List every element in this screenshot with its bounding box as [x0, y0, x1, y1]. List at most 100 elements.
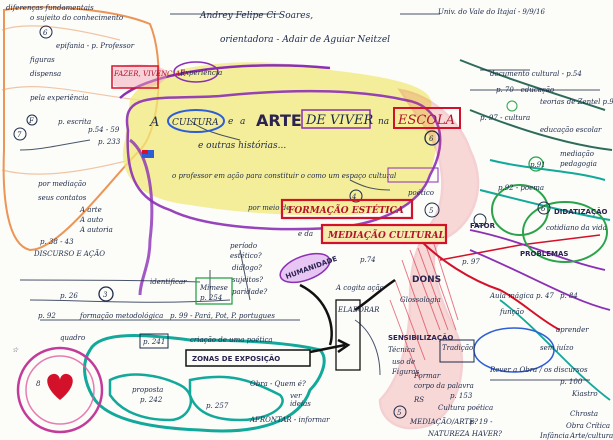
svg-text:documento cultural - p.54: documento cultural - p.54 [490, 70, 582, 78]
dons-text: DONS [412, 275, 441, 285]
svg-text:ideias: ideias [290, 400, 311, 408]
teal-bottom-loop [83, 334, 326, 433]
svg-text:p. 242: p. 242 [140, 396, 163, 404]
svg-text:Tradição: Tradição [442, 344, 473, 352]
svg-text:ver: ver [290, 392, 302, 400]
svg-text:teorias de Zentel p.99: teorias de Zentel p.99 [540, 98, 613, 106]
svg-text:8: 8 [36, 380, 41, 388]
central-yellow-area [122, 62, 436, 216]
svg-text:sem juízo: sem juízo [540, 344, 573, 352]
svg-text:p. 38 - 43: p. 38 - 43 [40, 238, 74, 246]
arrow-icon [299, 278, 396, 354]
svg-text:diálogo?: diálogo? [232, 264, 262, 272]
didatizacao-text: DIDATIZAÇÃO [554, 207, 608, 216]
svg-text:Obra - Quem é?: Obra - Quem é? [250, 380, 306, 388]
svg-text:SENSIBILIZAÇÃO: SENSIBILIZAÇÃO [388, 333, 453, 342]
svg-text:p. 92: p. 92 [38, 312, 56, 320]
svg-text:pela experiência: pela experiência [30, 94, 89, 102]
svg-text:educação escolar: educação escolar [540, 126, 602, 134]
central-e: e [228, 117, 233, 127]
svg-text:Aula mágica p. 47: Aula mágica p. 47 [489, 292, 554, 300]
svg-text:Figuras: Figuras [391, 368, 420, 376]
mediacao-box [320, 223, 448, 245]
svg-text:4: 4 [351, 193, 356, 201]
svg-text:p.54 - 59: p.54 - 59 [88, 126, 120, 134]
svg-text:pedagogia: pedagogia [560, 160, 597, 168]
svg-text:Formar: Formar [413, 372, 441, 380]
svg-text:p.92 - poema: p.92 - poema [498, 184, 544, 192]
svg-text:proposta: proposta [132, 386, 163, 394]
svg-text:sujeitos?: sujeitos? [232, 276, 263, 284]
svg-text:p. 97 - cultura: p. 97 - cultura [480, 114, 530, 122]
heart-icon [47, 373, 73, 400]
svg-text:p. 241: p. 241 [143, 338, 165, 346]
ink-links [19, 13, 600, 381]
central-de-viver: DE VIVER [305, 113, 373, 128]
svg-text:criação de uma poética: criação de uma poética [190, 336, 273, 344]
svg-text:PROBLEMAS: PROBLEMAS [520, 250, 568, 258]
svg-text:p.91: p.91 [530, 161, 546, 169]
zonas-box [185, 349, 311, 367]
central-na: na [378, 117, 389, 127]
svg-text:6: 6 [541, 205, 546, 213]
svg-text:RS: RS [413, 396, 424, 404]
svg-text:F: F [28, 117, 35, 125]
svg-text:AFRONTAR - informar: AFRONTAR - informar [249, 416, 330, 424]
svg-text:cotidiano da vida: cotidiano da vida [546, 224, 607, 232]
svg-text:aprender: aprender [556, 326, 589, 334]
central-cultura: CULTURA [172, 118, 219, 128]
svg-text:MEDIAÇÃO/ARTE?: MEDIAÇÃO/ARTE? [409, 417, 478, 426]
svg-text:Rever a Obra / os discursos: Rever a Obra / os discursos [489, 366, 588, 374]
topleft-text-1: diferenças fundamentais [6, 4, 94, 12]
svg-text:p. 254: p. 254 [200, 294, 222, 302]
svg-text:paridade?: paridade? [232, 288, 268, 296]
svg-text:p. 84: p. 84 [560, 292, 578, 300]
svg-text:p. 26: p. 26 [60, 292, 78, 300]
svg-text:A auto: A auto [79, 216, 103, 224]
svg-text:função: função [499, 308, 524, 316]
escola-num: 6 [429, 135, 434, 143]
svg-text:p. 70 - educação: p. 70 - educação [496, 86, 554, 94]
central-line3: por meio de [248, 204, 290, 212]
date-text: Univ. do Vale do Itajaí - 9/9/16 [438, 8, 545, 16]
topleft-text-2: o sujeito do conhecimento [30, 14, 123, 22]
svg-text:NATUREZA HAVER?: NATUREZA HAVER? [427, 430, 502, 438]
svg-text:Infância: Infância [539, 432, 569, 440]
purple-outline [125, 89, 442, 231]
central-escola: ESCOLA [397, 113, 455, 128]
central-subline: e outras histórias... [198, 140, 286, 151]
formacao-text: FORMAÇÃO ESTÉTICA [287, 204, 404, 216]
svg-text:5: 5 [429, 207, 434, 215]
formacao-box [280, 198, 414, 220]
svg-text:Arte/cultura: Arte/cultura [569, 432, 613, 440]
svg-text:5: 5 [397, 409, 402, 417]
svg-text:3: 3 [103, 291, 108, 299]
svg-text:p. 153: p. 153 [450, 392, 473, 400]
svg-text:uso de: uso de [392, 358, 415, 366]
svg-text:6: 6 [43, 29, 48, 37]
svg-text:Glossologia: Glossologia [400, 296, 441, 304]
central-a2: a [240, 117, 245, 127]
pink-circle [16, 346, 104, 434]
central-line2b: poético [408, 189, 434, 197]
flag-icon [142, 150, 154, 158]
svg-text:Obra Crítica: Obra Crítica [566, 422, 610, 430]
svg-text:estético?: estético? [230, 252, 262, 260]
svg-text:quadro: quadro [60, 334, 85, 342]
svg-text:FATOR: FATOR [470, 222, 496, 230]
svg-text:corpo da palavra: corpo da palavra [414, 382, 474, 390]
svg-text:Mimese: Mimese [199, 284, 228, 292]
epifania-text: epifania - p. Professor [56, 42, 135, 50]
svg-text:p. 257: p. 257 [206, 402, 229, 410]
svg-text:Técnica: Técnica [388, 346, 415, 354]
svg-text:dispensa: dispensa [30, 70, 61, 78]
svg-text:ELABORAR: ELABORAR [337, 306, 380, 314]
svg-text:A arte: A arte [79, 206, 102, 214]
experiencia-text: Experiência [179, 69, 222, 77]
svg-text:A cogita ação: A cogita ação [335, 284, 384, 292]
author-text: Andrey Felipe Ci Soares, [199, 11, 313, 21]
red-hatching [389, 243, 459, 381]
central-a: A [149, 115, 159, 130]
